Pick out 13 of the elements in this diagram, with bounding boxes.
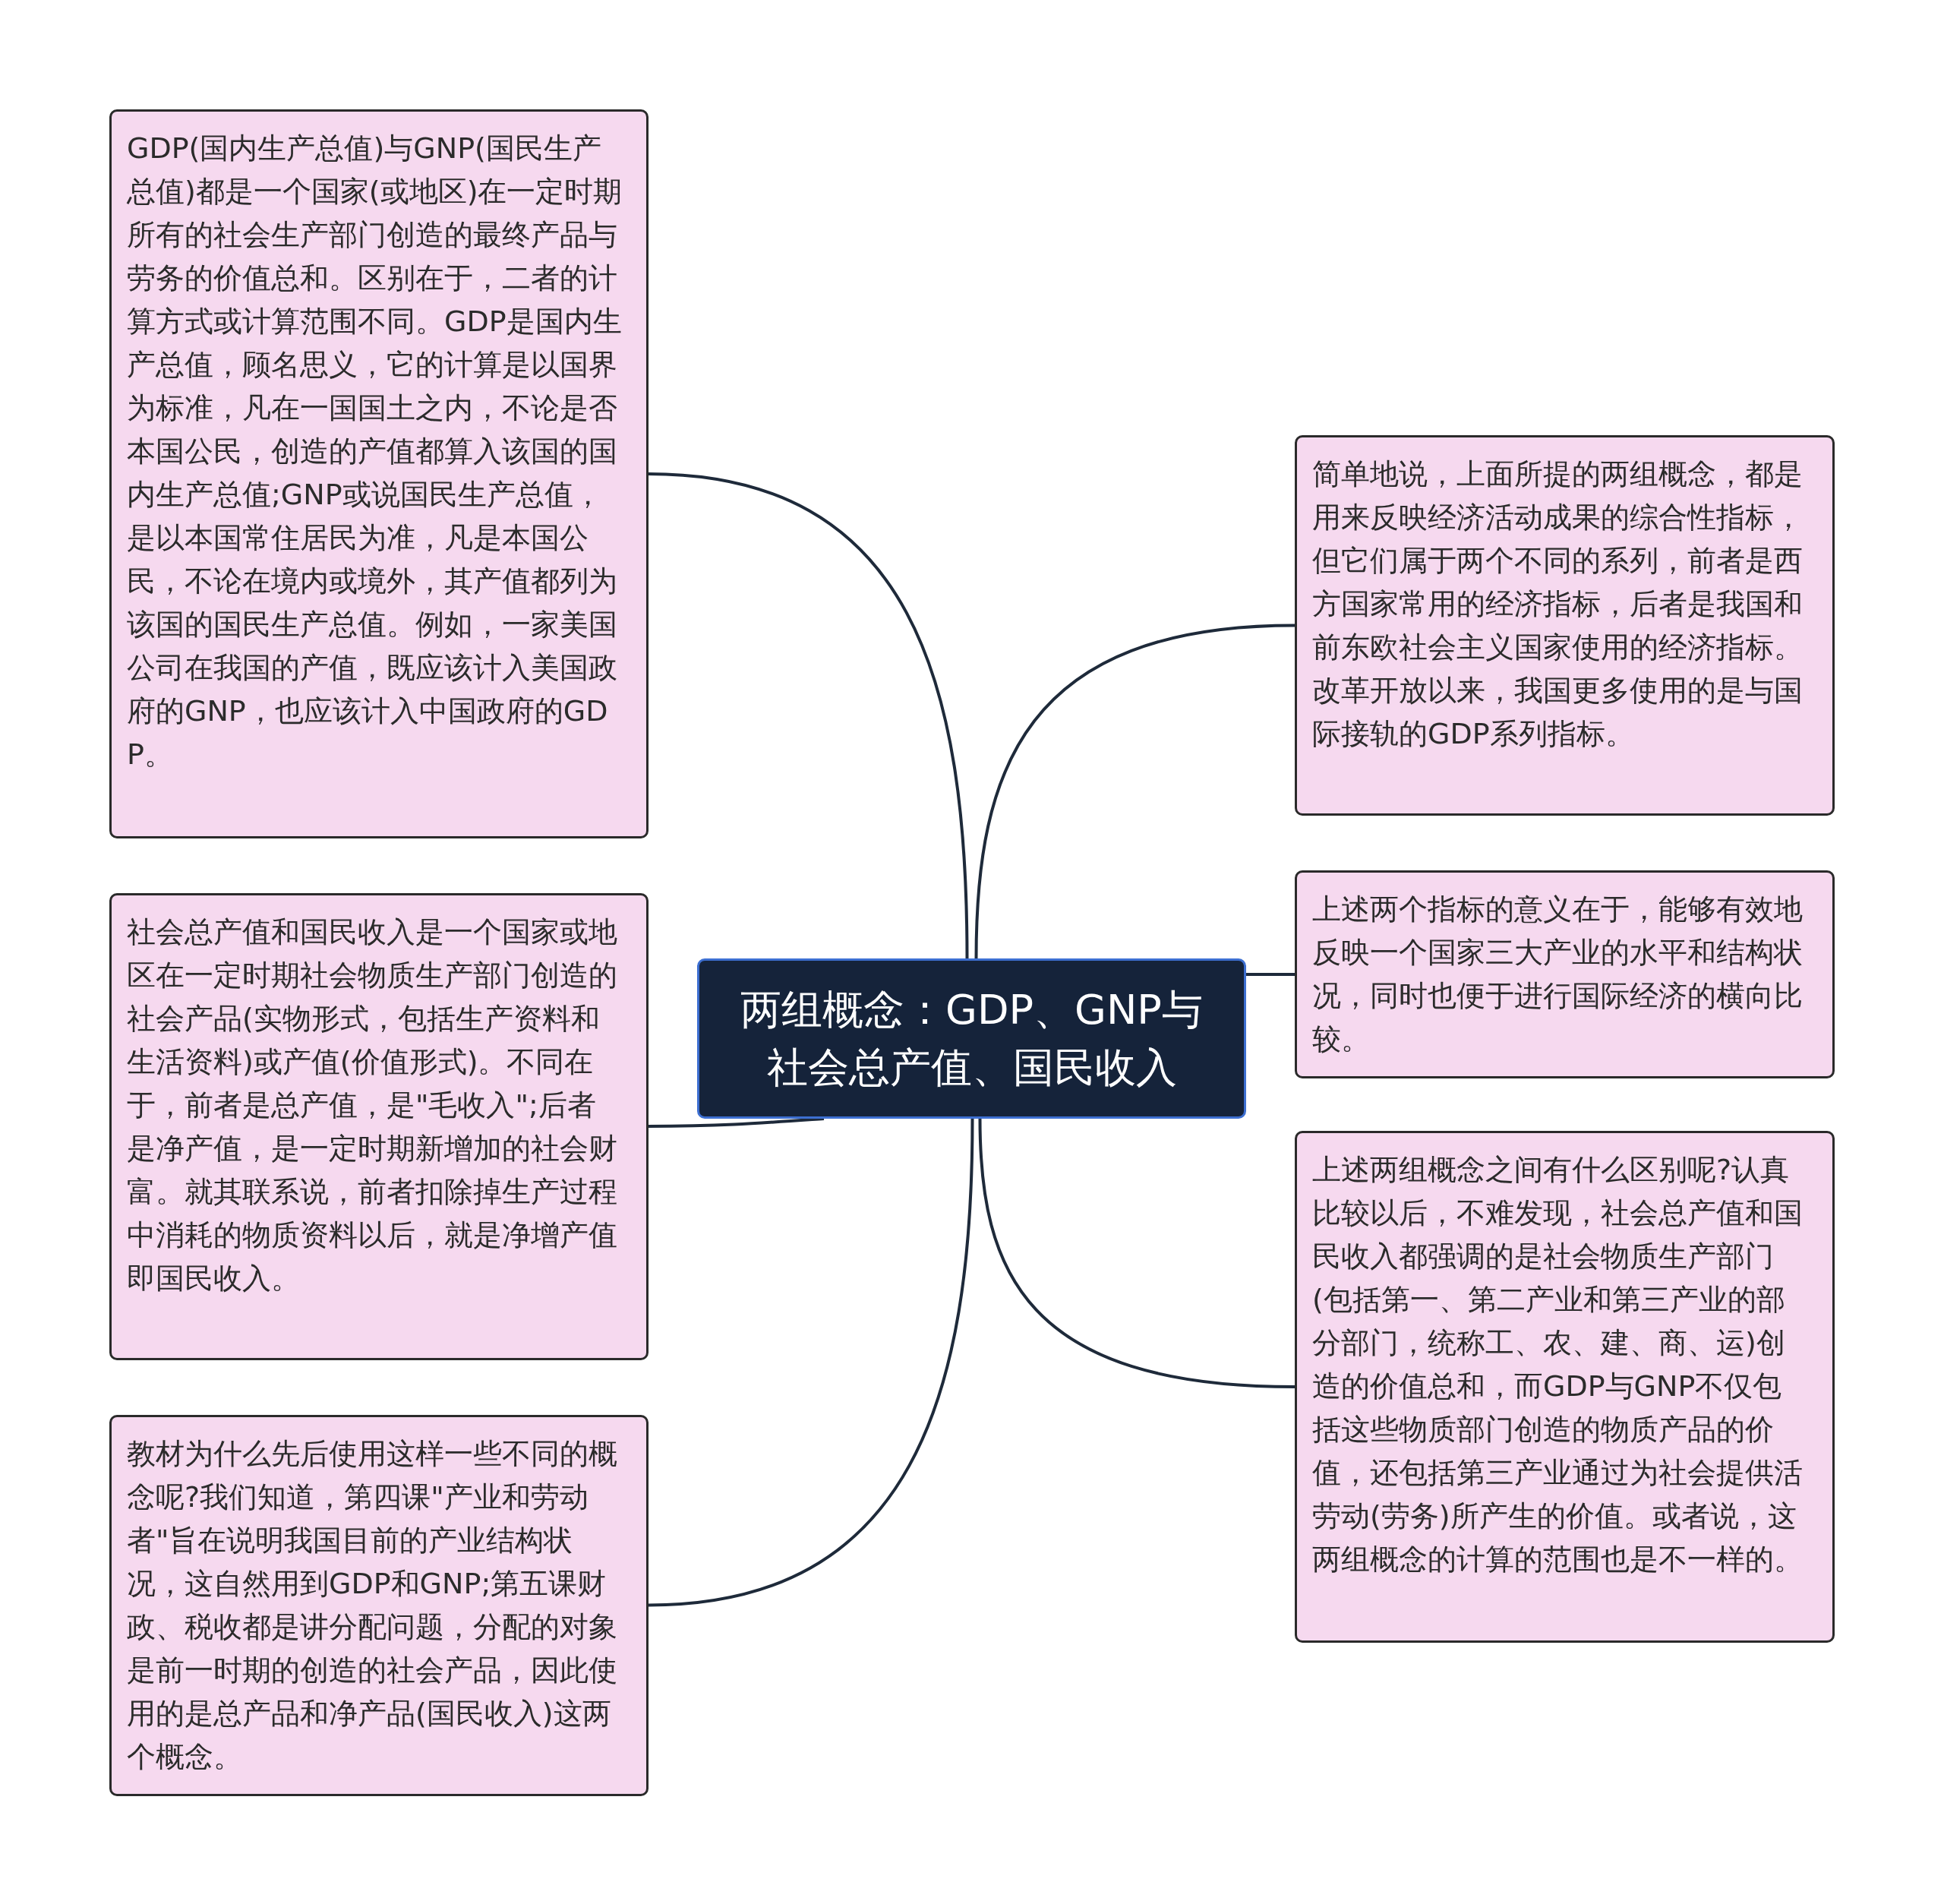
topic-box: 简单地说，上面所提的两组概念，都是用来反映经济活动成果的综合性指标，但它们属于两个不同的系列，前者是西方国家常用的经济指标，后者是我国和前东欧社会主义国家使用的经济指标。改革开放以来，我国更多使用的是与国际接轨的GDP系列指标。: [1295, 435, 1835, 816]
topic-box: 社会总产值和国民收入是一个国家或地区在一定时期社会物质生产部门创造的社会产品(实物形式，包括生产资料和生活资料)或产值(价值形式)。不同在于，前者是总产值，是"毛收入";后者是净产值，是一定时期新增加的社会财富。就其联系说，前者扣除掉生产过程中消耗的物质资料以后，就是净增产值即国民收入。: [109, 893, 649, 1360]
connector-line: [649, 1117, 825, 1128]
connector-line: [648, 1118, 974, 1607]
connector-line: [648, 472, 969, 959]
topic-box: 上述两个指标的意义在于，能够有效地反映一个国家三大产业的水平和结构状况，同时也便于进行国际经济的横向比较。: [1295, 870, 1835, 1078]
connector-line: [1246, 973, 1295, 976]
central-topic-box: 两组概念：GDP、GNP与社会总产值、国民收入: [697, 958, 1246, 1119]
connector-line: [974, 624, 1295, 959]
topic-box: 教材为什么先后使用这样一些不同的概念呢?我们知道，第四课"产业和劳动者"旨在说明我国目前的产业结构状况，这自然用到GDP和GNP;第五课财政、税收都是讲分配问题，分配的对象是前一时期的创造的社会产品，因此使用的是总产品和净产品(国民收入)这两个概念。: [109, 1415, 649, 1796]
topic-box: 上述两组概念之间有什么区别呢?认真比较以后，不难发现，社会总产值和国民收入都强调的是社会物质生产部门(包括第一、第二产业和第三产业的部分部门，统称工、农、建、商、运)创造的价值总和，而GDP与GNP不仅包括这些物质部门创造的物质产品的价值，还包括第三产业通过为社会提供活劳动(劳务)所产生的价值。或者说，这两组概念的计算的范围也是不一样的。: [1295, 1131, 1835, 1643]
connector-line: [978, 1118, 1295, 1388]
topic-box: GDP(国内生产总值)与GNP(国民生产总值)都是一个国家(或地区)在一定时期所有的社会生产部门创造的最终产品与劳务的价值总和。区别在于，二者的计算方式或计算范围不同。GDP是国内生产总值，顾名思义，它的计算是以国界为标准，凡在一国国土之内，不论是否本国公民，创造的产值都算入该国的国内生产总值;GNP或说国民生产总值，是以本国常住居民为准，凡是本国公民，不论在境内或境外，其产值都列为该国的国民生产总值。例如，一家美国公司在我国的产值，既应该计入美国政府的GNP，也应该计入中国政府的GDP。: [109, 109, 649, 838]
